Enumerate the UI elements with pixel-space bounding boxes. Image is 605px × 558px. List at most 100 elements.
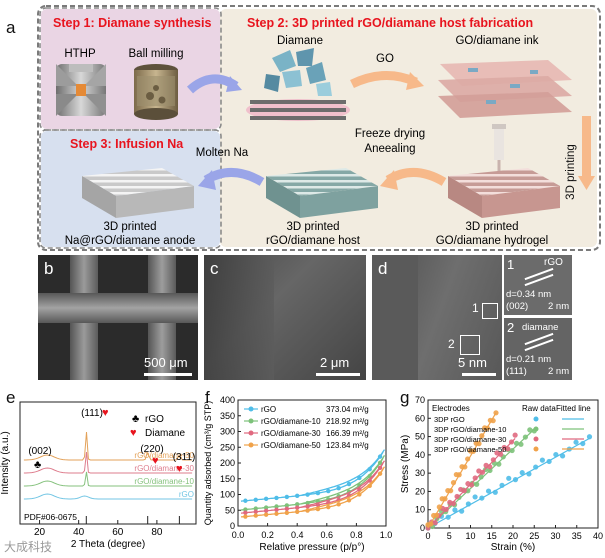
f-desorption-line — [301, 455, 386, 505]
f-data-point — [377, 460, 383, 466]
f-desorption-line — [301, 460, 386, 508]
e-xtick-label: 20 — [34, 527, 46, 538]
e-heart-111-icon: ♥ — [102, 407, 109, 419]
e-series-label: rGO — [179, 490, 194, 499]
g-ytick-label: 50 — [415, 432, 425, 442]
f-desorption-line — [301, 449, 386, 496]
panel-d-letter: d — [378, 259, 388, 278]
f-legend-name: rGO — [261, 405, 276, 414]
go-label: GO — [376, 53, 394, 65]
panel-c-scale-text: 2 μm — [320, 355, 350, 370]
f-data-point — [284, 510, 290, 515]
g-legend-marker — [533, 416, 539, 422]
syringe-icon — [492, 124, 506, 174]
g-ytick-label: 30 — [415, 468, 425, 478]
panel-b-letter: b — [44, 259, 54, 278]
anode-stack-icon — [82, 168, 194, 218]
g-data-point — [450, 480, 457, 486]
inset-1-d: d=0.34 nm — [506, 289, 552, 300]
diamane-flakes-icon — [246, 48, 350, 121]
host-label-1: 3D printed — [286, 221, 339, 233]
panel-d-box-1-label: 1 — [472, 301, 479, 315]
f-data-point — [253, 509, 258, 514]
f-data-point — [367, 483, 372, 489]
g-data-point — [468, 482, 475, 488]
diamane-label: Diamane — [277, 35, 323, 47]
g-legend-fit: Fitted line — [556, 404, 591, 413]
f-data-point — [263, 512, 269, 517]
f-legend-name: rGO/diamane-30 — [261, 429, 321, 438]
e-peak-220: (220) — [140, 444, 163, 455]
e-series-line — [23, 493, 193, 500]
f-ytick-label: 100 — [220, 490, 235, 500]
f-data-point — [253, 513, 258, 518]
e-heart-220-icon: ♥ — [152, 455, 159, 467]
f-data-point — [346, 498, 352, 503]
f-ytick-label: 0 — [230, 521, 235, 531]
g-data-point — [493, 410, 499, 416]
g-data-point — [472, 475, 478, 481]
inset-2-tag: diamane — [522, 322, 559, 333]
panel-d-box-1 — [482, 303, 498, 319]
f-legend-marker — [248, 430, 254, 436]
g-legend-marker — [533, 446, 539, 452]
e-legend-rgo: rGO — [145, 414, 164, 425]
panel-d-box-2-label: 2 — [448, 337, 455, 351]
f-data-point — [305, 492, 310, 497]
g-legend-name: 3DP rGO — [434, 415, 465, 424]
f-data-point — [263, 505, 269, 510]
inset-1-number: 1 — [507, 257, 515, 272]
f-data-point — [263, 508, 269, 513]
f-data-point — [274, 495, 279, 501]
e-series-line — [23, 451, 193, 474]
e-ylabel: Intensity (a.u.) — [0, 431, 11, 494]
go-ink-label: GO/diamane ink — [455, 35, 538, 47]
g-data-point — [454, 493, 460, 500]
g-xtick-label: 0 — [425, 531, 430, 541]
panel-c-sem-image: c 2 μm — [204, 255, 366, 380]
anneal-label: Aneealing — [364, 143, 415, 155]
panel-d-inset-2: 2 diamane d=0.21 nm (111) 2 nm — [504, 318, 572, 380]
go-ink-sheets-icon — [438, 60, 572, 118]
f-legend-area: 373.04 m²/g — [326, 405, 369, 414]
f-ytick-label: 50 — [225, 505, 235, 515]
g-fitted-line — [427, 437, 590, 529]
f-ytick-label: 400 — [220, 395, 235, 405]
step1-title: Step 1: Diamane synthesis — [53, 16, 211, 30]
e-peak-002: (002) — [28, 446, 51, 457]
f-data-point — [326, 504, 331, 510]
inset-2-d: d=0.21 nm — [506, 354, 552, 365]
f-adsorption-line — [240, 462, 384, 514]
ball-mill-jar-icon — [134, 64, 178, 120]
g-legend-title: Electrodes — [432, 404, 470, 413]
g-legend-raw: Raw data — [522, 404, 556, 413]
f-data-point — [274, 507, 279, 513]
f-data-point — [305, 508, 310, 513]
e-reference: PDF#06-0675 — [24, 512, 77, 522]
e-xlabel: 2 Theta (degree) — [71, 539, 145, 550]
hydrogel-label-1: 3D printed — [465, 221, 518, 233]
f-data-point — [243, 510, 248, 515]
f-data-point — [305, 504, 310, 509]
f-legend-area: 218.92 m²/g — [326, 417, 369, 426]
f-legend-area: 123.84 m²/g — [326, 441, 369, 450]
e-series-label: rGO/diamane-50 — [134, 451, 194, 460]
go-hydrogel-stack-icon — [448, 168, 560, 218]
f-legend-area: 166.39 m²/g — [326, 429, 369, 438]
panel-e-letter: e — [6, 388, 16, 407]
g-data-point — [506, 475, 512, 481]
panel-d-inset-1: 1 rGO d=0.34 nm (002) 2 nm — [504, 255, 572, 315]
e-xtick-label: 60 — [112, 527, 124, 538]
f-data-point — [295, 493, 300, 499]
f-xtick-label: 0.8 — [350, 530, 363, 540]
g-data-point — [573, 439, 579, 445]
panel-b-sem-image: b 500 μm — [38, 255, 198, 380]
f-xtick-label: 0.6 — [321, 530, 334, 540]
f-data-point — [284, 506, 290, 511]
panel-d-scale-text: 5 nm — [458, 355, 487, 370]
e-series-line — [23, 471, 193, 487]
f-data-point — [315, 506, 321, 512]
g-xtick-label: 25 — [529, 531, 539, 541]
panel-g-letter: g — [400, 388, 410, 407]
g-data-point — [452, 507, 458, 513]
